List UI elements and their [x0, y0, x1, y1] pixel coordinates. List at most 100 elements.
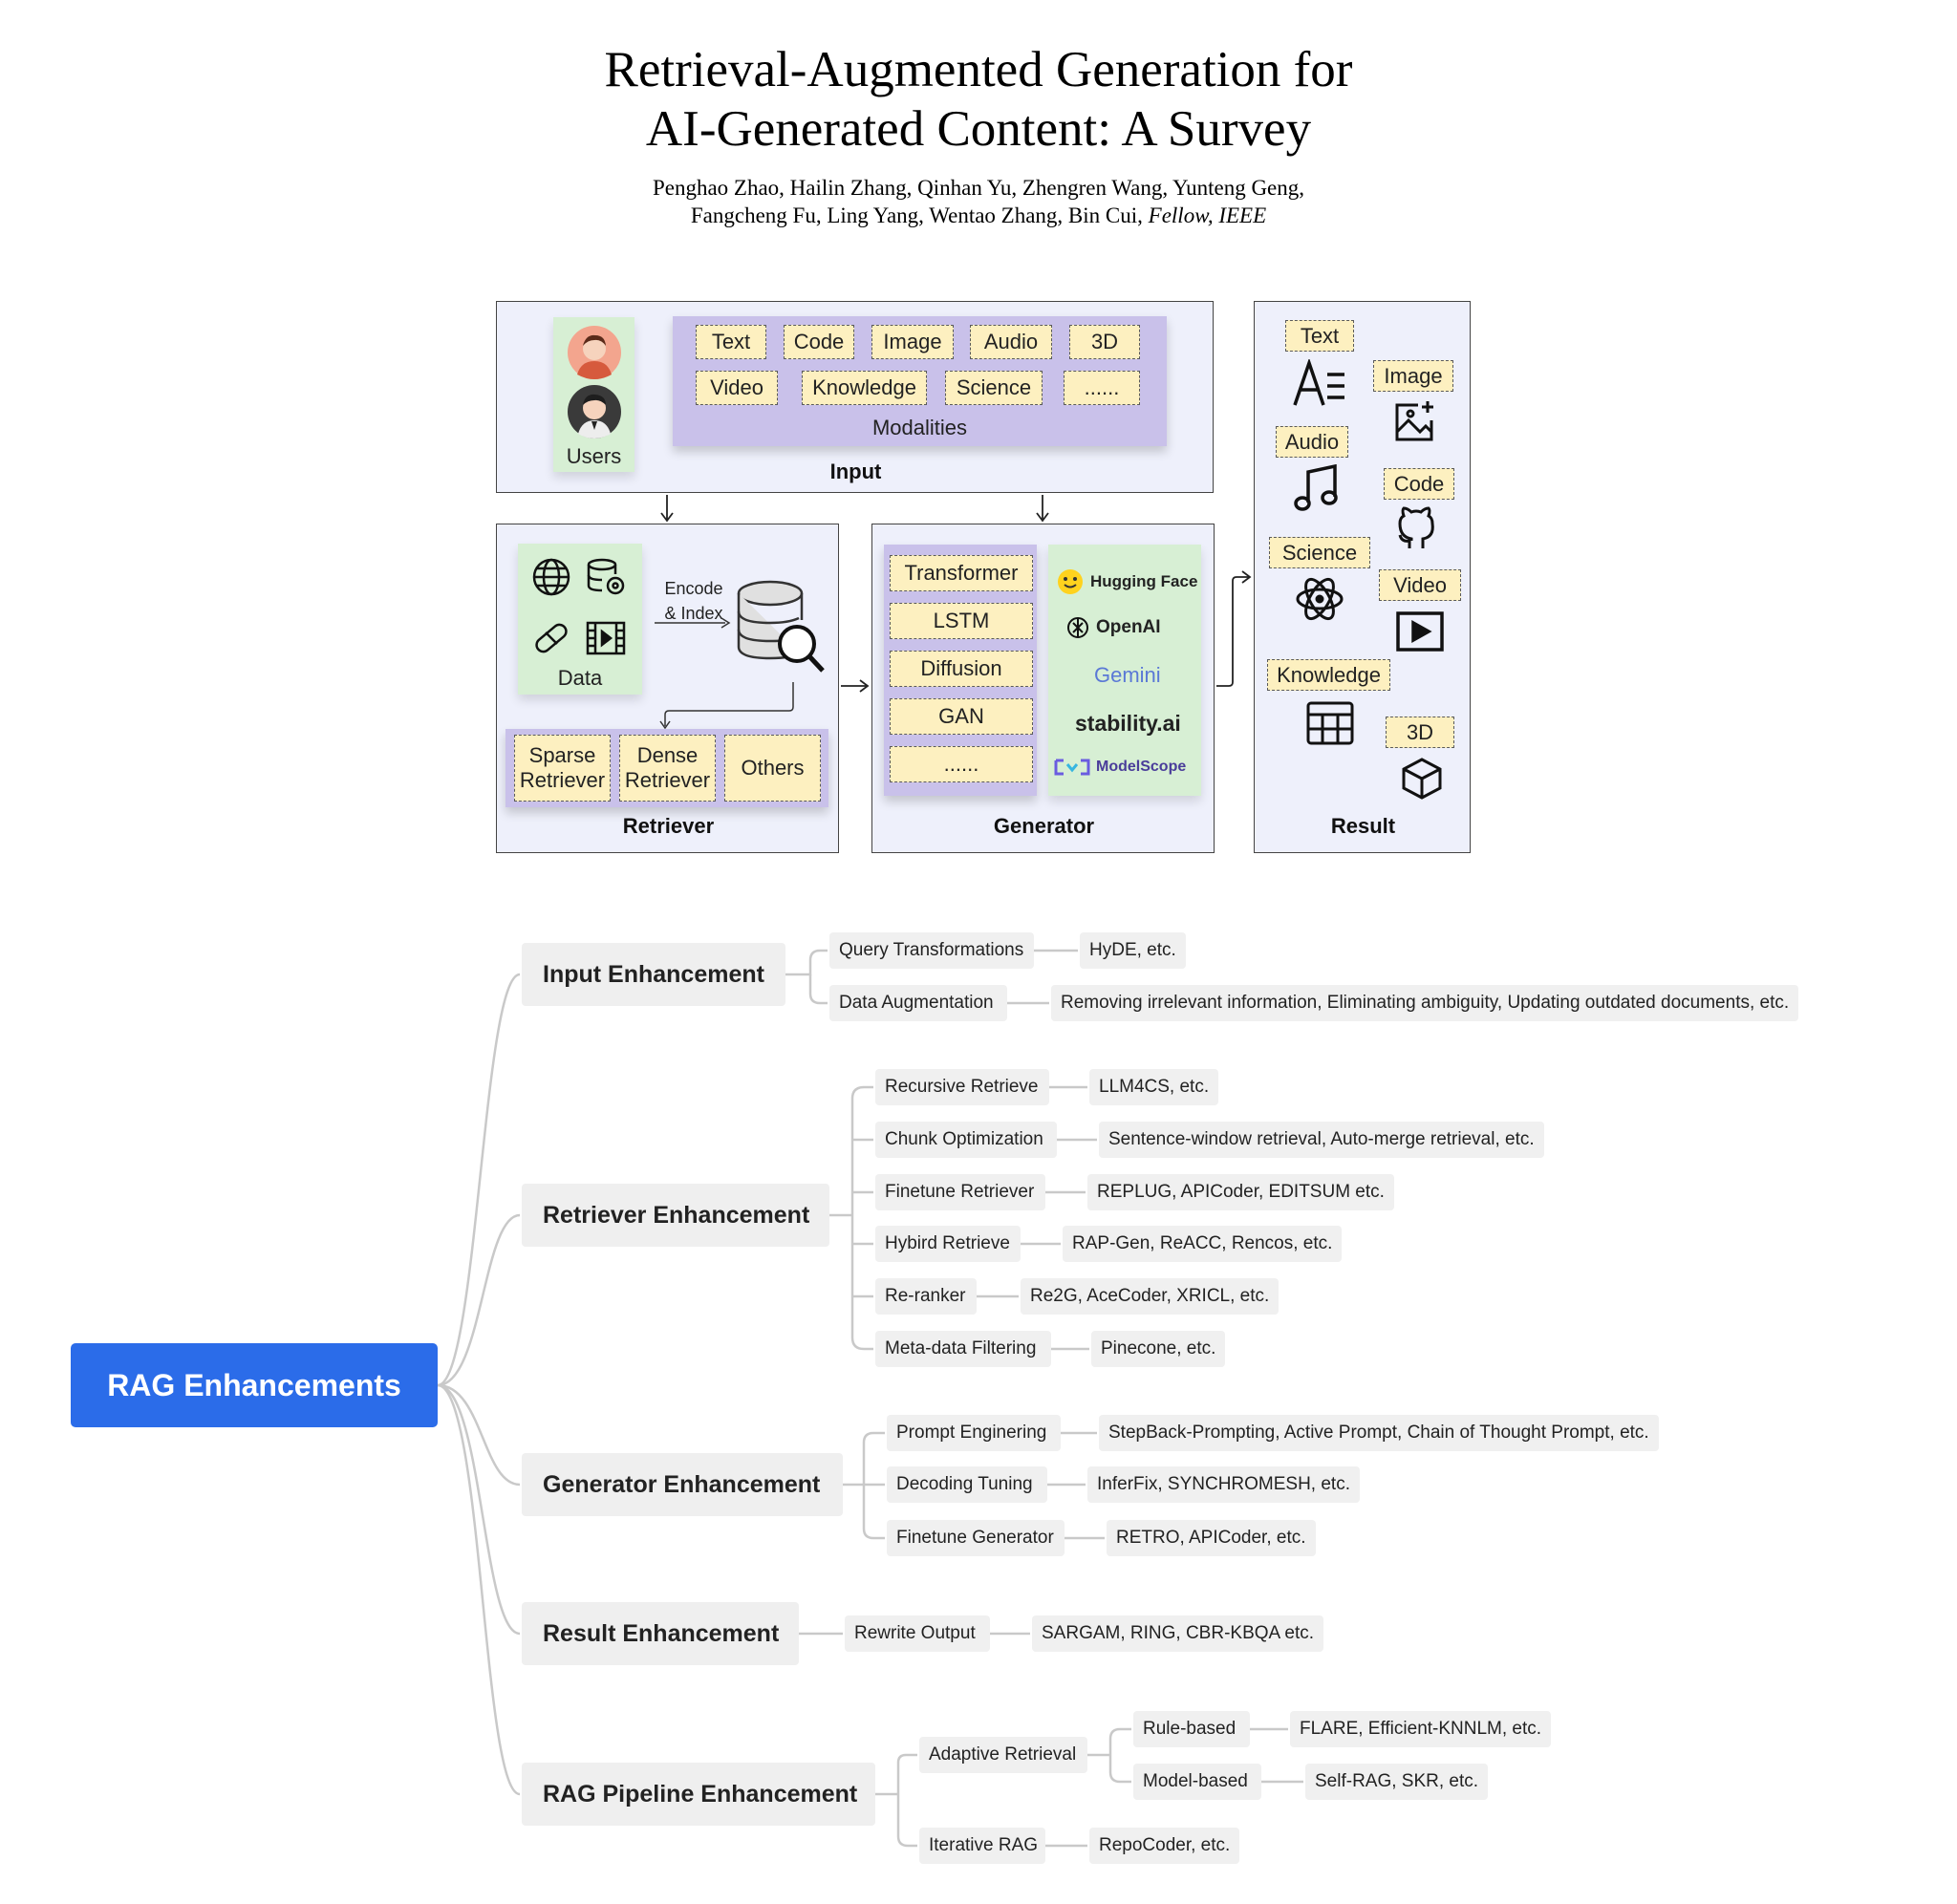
node-recursive-retrieve: Recursive Retrieve [875, 1069, 1049, 1105]
leaf-meta-data-filtering: Pinecone, etc. [1091, 1331, 1226, 1367]
text-format-icon [1293, 359, 1344, 406]
node-model-based: Model-based [1133, 1764, 1261, 1800]
hugging-face-icon [1058, 569, 1083, 594]
gemini-label: Gemini [1094, 663, 1161, 687]
modality-code-tag: Code [784, 325, 854, 359]
input-panel-label: Input [829, 460, 882, 483]
mindmap-connectors [437, 949, 1303, 1848]
retriever-panel: Data Encode & Index Sparse Retriever [496, 524, 839, 853]
leaf-re-ranker: Re2G, AceCoder, XRICL, etc. [1021, 1278, 1280, 1315]
data-box: Data [518, 544, 642, 695]
index-label: & Index [664, 604, 723, 623]
model-transformer-tag: Transformer [890, 555, 1033, 591]
branch-input-enhancement: Input Enhancement [522, 943, 785, 1006]
user-male-icon [568, 385, 621, 439]
leaf-model-based: Self-RAG, SKR, etc. [1305, 1764, 1489, 1800]
authors-names: Fangcheng Fu, Ling Yang, Wentao Zhang, B… [690, 203, 1143, 227]
leaf-recursive-retrieve: LLM4CS, etc. [1089, 1069, 1219, 1105]
music-note-icon [1294, 464, 1338, 511]
paper-title-line-2: AI-Generated Content: A Survey [645, 101, 1312, 157]
result-image-tag: Image [1373, 360, 1453, 392]
openai-label: OpenAI [1096, 617, 1161, 637]
leaf-query-transformations: HyDE, etc. [1080, 932, 1186, 969]
retriever-panel-label: Retriever [622, 814, 715, 838]
user-female-icon [568, 326, 621, 379]
node-re-ranker: Re-ranker [875, 1278, 977, 1315]
modality-knowledge-tag: Knowledge [802, 371, 927, 405]
result-3d-tag: 3D [1386, 717, 1454, 748]
encode-index-label: Encode & Index [655, 576, 733, 626]
leaf-finetune-generator: RETRO, APICoder, etc. [1107, 1520, 1316, 1556]
paper-title-line-1: Retrieval-Augmented Generation for [604, 42, 1353, 97]
leaf-finetune-retriever: REPLUG, APICoder, EDITSUM etc. [1087, 1174, 1394, 1210]
film-icon [586, 621, 626, 655]
encode-label: Encode [664, 579, 723, 598]
database-search-icon [737, 580, 825, 673]
authors-suffix: Fellow, IEEE [1148, 203, 1267, 227]
brand-stability-ai: stability.ai [1075, 711, 1181, 737]
generator-panel-label: Generator [993, 814, 1095, 838]
mindmap-root-node: RAG Enhancements [71, 1343, 438, 1427]
stability-ai-label: stability.ai [1075, 711, 1181, 736]
globe-icon [532, 558, 570, 596]
dense-retriever-tag: Dense Retriever [619, 735, 716, 802]
table-grid-icon [1306, 701, 1354, 745]
github-icon [1398, 506, 1434, 548]
leaf-data-augmentation: Removing irrelevant information, Elimina… [1051, 985, 1799, 1021]
node-data-augmentation: Data Augmentation [829, 985, 1007, 1021]
modality-video-tag: Video [696, 371, 778, 405]
node-finetune-retriever: Finetune Retriever [875, 1174, 1045, 1210]
generator-panel: Transformer LSTM Diffusion GAN ...... Hu… [871, 524, 1215, 853]
authors-line-2: Fangcheng Fu, Ling Yang, Wentao Zhang, B… [0, 202, 1957, 229]
generator-brands-box: Hugging Face OpenAI Gemini stability.ai … [1048, 545, 1201, 796]
branch-rag-pipeline-enhancement: RAG Pipeline Enhancement [522, 1763, 875, 1826]
brand-gemini: Gemini [1094, 663, 1161, 688]
brand-hugging-face: Hugging Face [1056, 567, 1197, 596]
authors-line-1: Penghao Zhao, Hailin Zhang, Qinhan Yu, Z… [652, 176, 1305, 200]
result-video-tag: Video [1379, 569, 1461, 601]
node-meta-data-filtering: Meta-data Filtering [875, 1331, 1051, 1367]
dense-retriever-line1: Dense [636, 743, 699, 767]
result-panel: Text Image Audio Code Science Video Know… [1254, 301, 1471, 853]
brand-modelscope: ModelScope [1054, 757, 1186, 778]
modality-3d-tag: 3D [1069, 325, 1140, 359]
dense-retriever-line2: Retriever [624, 768, 711, 792]
encode-arrow [655, 617, 731, 629]
node-decoding-tuning: Decoding Tuning [887, 1466, 1047, 1503]
leaf-prompt-enginering: StepBack-Prompting, Active Prompt, Chain… [1099, 1415, 1659, 1451]
image-add-icon [1395, 401, 1433, 441]
node-query-transformations: Query Transformations [829, 932, 1034, 969]
modelscope-label: ModelScope [1096, 759, 1187, 775]
diagram-connectors [660, 495, 1252, 693]
leaf-hybird-retrieve: RAP-Gen, ReACC, Rencos, etc. [1063, 1226, 1343, 1262]
branch-result-enhancement: Result Enhancement [522, 1602, 799, 1665]
leaf-rule-based: FLARE, Efficient-KNNLM, etc. [1290, 1711, 1552, 1747]
result-audio-tag: Audio [1276, 426, 1348, 458]
generator-models-box: Transformer LSTM Diffusion GAN ...... [884, 545, 1037, 796]
hugging-face-label: Hugging Face [1090, 572, 1198, 590]
model-diffusion-tag: Diffusion [890, 651, 1033, 687]
model-lstm-tag: LSTM [890, 603, 1033, 639]
branch-retriever-enhancement: Retriever Enhancement [522, 1184, 829, 1247]
pill-icon [535, 623, 568, 653]
node-hybird-retrieve: Hybird Retrieve [875, 1226, 1021, 1262]
node-rule-based: Rule-based [1133, 1711, 1250, 1747]
leaf-rewrite-output: SARGAM, RING, CBR-KBQA etc. [1032, 1615, 1324, 1652]
other-retriever-tag: Others [724, 735, 821, 802]
branch-generator-enhancement: Generator Enhancement [522, 1453, 843, 1516]
brand-openai: OpenAI [1065, 615, 1161, 640]
leaf-iterative-rag: RepoCoder, etc. [1089, 1828, 1240, 1864]
users-box: Users [553, 317, 634, 472]
modalities-box: Text Code Image Audio 3D Video Knowledge… [673, 316, 1167, 446]
model-gan-tag: GAN [890, 698, 1033, 735]
result-knowledge-tag: Knowledge [1267, 659, 1390, 691]
modality-image-tag: Image [871, 325, 954, 359]
node-adaptive-retrieval: Adaptive Retrieval [919, 1737, 1087, 1773]
modality-text-tag: Text [696, 325, 766, 359]
leaf-chunk-optimization: Sentence-window retrieval, Auto-merge re… [1099, 1122, 1544, 1158]
leaf-decoding-tuning: InferFix, SYNCHROMESH, etc. [1087, 1466, 1360, 1503]
node-finetune-generator: Finetune Generator [887, 1520, 1065, 1556]
sparse-retriever-line2: Retriever [519, 768, 606, 792]
modality-audio-tag: Audio [970, 325, 1052, 359]
database-settings-icon [587, 558, 625, 595]
